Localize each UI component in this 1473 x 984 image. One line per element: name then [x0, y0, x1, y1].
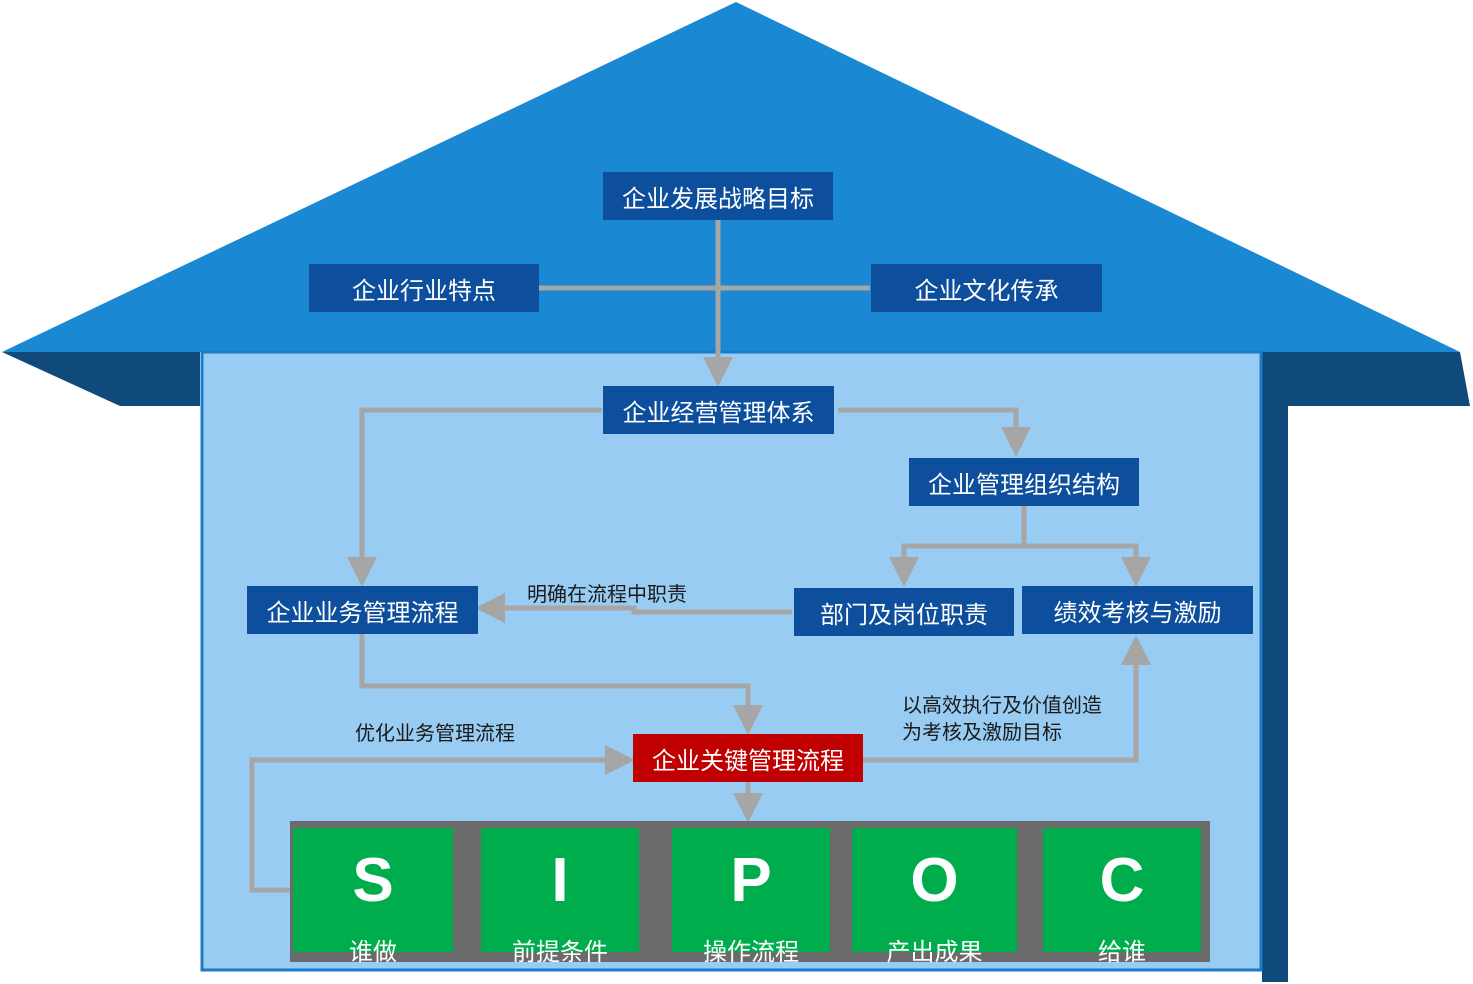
sipoc-card-c: C 给谁: [1043, 828, 1201, 966]
sipoc-card-s: S 谁做: [293, 828, 453, 966]
sipoc-letter: I: [551, 846, 569, 915]
sipoc-card-p: P 操作流程: [672, 828, 830, 966]
management-system-box: 企业经营管理体系: [603, 386, 834, 434]
dept-duties-box: 部门及岗位职责: [794, 588, 1014, 636]
industry-traits-box: 企业行业特点: [309, 264, 539, 312]
sipoc-text: 给谁: [1098, 938, 1146, 966]
sipoc-letter: P: [730, 846, 772, 915]
sipoc-text: 谁做: [349, 938, 397, 966]
sipoc-text: 前提条件: [512, 938, 608, 966]
culture-box: 企业文化传承: [871, 264, 1102, 312]
sipoc-letter: O: [910, 846, 959, 915]
sipoc-text: 操作流程: [703, 938, 799, 966]
roof-left-edge: [2, 352, 200, 406]
connector-system-to-business: [347, 407, 602, 587]
assessment-goal-label-line2: 为考核及激励目标: [902, 720, 1062, 744]
connector-system-to-org: [838, 407, 1031, 457]
connector-key-to-performance: [862, 635, 1151, 763]
clarify-duties-label: 明确在流程中职责: [527, 582, 687, 606]
sipoc-card-i: I 前提条件: [481, 828, 639, 966]
strategy-goal-box: 企业发展战略目标: [603, 172, 833, 220]
sipoc-letter: C: [1099, 846, 1145, 915]
business-process-box: 企业业务管理流程: [247, 586, 478, 634]
roof-right-side: [1262, 352, 1470, 982]
sipoc-text: 产出成果: [886, 938, 983, 966]
org-structure-box: 企业管理组织结构: [909, 458, 1139, 506]
assessment-goal-label-line1: 以高效执行及价值创造: [902, 693, 1102, 717]
connector-org-to-dept: [889, 506, 1027, 587]
performance-box: 绩效考核与激励: [1022, 586, 1253, 634]
connector-org-to-performance: [1024, 543, 1151, 587]
optimize-process-label: 优化业务管理流程: [355, 721, 515, 745]
connector-business-to-key: [359, 634, 763, 735]
sipoc-card-o: O 产出成果: [852, 828, 1017, 966]
connector-sipoc-feedback: [249, 745, 635, 893]
sipoc-letter: S: [352, 846, 394, 915]
connector-dept-to-business: [475, 593, 792, 623]
key-process-box: 企业关键管理流程: [633, 734, 863, 782]
